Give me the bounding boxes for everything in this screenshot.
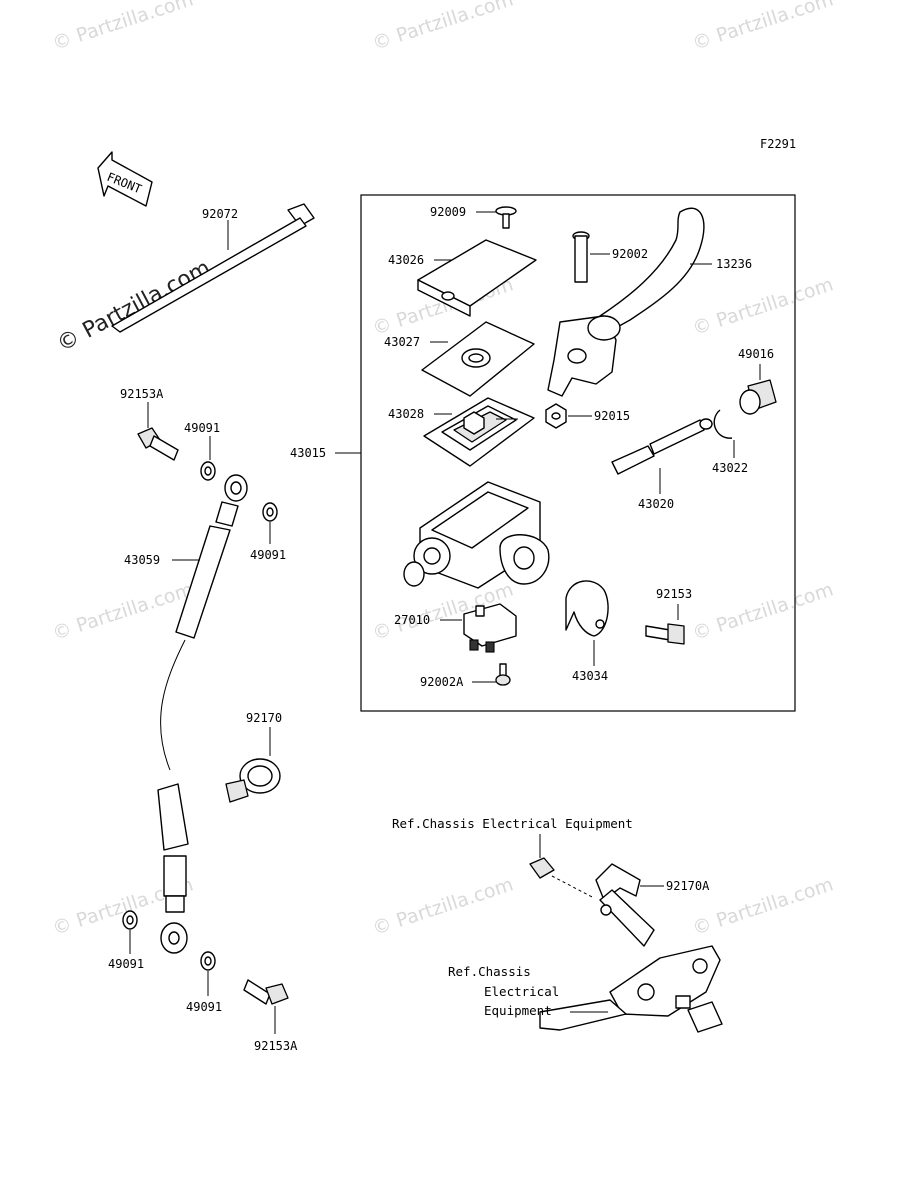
part-13236-brake-lever bbox=[547, 207, 705, 397]
ref-note-top: Ref.Chassis Electrical Equipment bbox=[392, 816, 633, 831]
part-92002A-screw bbox=[495, 663, 511, 686]
part-92153-clamp-bolt bbox=[645, 623, 685, 645]
callout-92153A-bottom: 92153A bbox=[254, 1039, 298, 1053]
callout-43028: 43028 bbox=[388, 407, 424, 421]
part-92170-clamp bbox=[225, 758, 281, 803]
part-ref-brake-lever-mount bbox=[539, 945, 723, 1033]
callout-92170: 92170 bbox=[246, 711, 282, 725]
watermark: © Partzilla.com bbox=[370, 0, 516, 55]
ref-note-bottom-line1: Ref.Chassis bbox=[448, 964, 531, 979]
part-92072-strap bbox=[111, 203, 315, 333]
watermark: © Partzilla.com bbox=[50, 579, 196, 645]
part-43034-lever-holder bbox=[565, 580, 609, 637]
watermark: © Partzilla.com bbox=[50, 0, 196, 55]
callout-43027: 43027 bbox=[384, 335, 420, 349]
part-43028-diaphragm bbox=[423, 397, 535, 467]
callout-43034: 43034 bbox=[572, 669, 608, 683]
callout-27010: 27010 bbox=[394, 613, 430, 627]
figure-code: F2291 bbox=[760, 137, 796, 151]
callout-43020: 43020 bbox=[638, 497, 674, 511]
part-49016-dust-boot bbox=[739, 379, 777, 415]
callout-43026: 43026 bbox=[388, 253, 424, 267]
callout-92153A-top: 92153A bbox=[120, 387, 164, 401]
watermark-dark: © Partzilla.com bbox=[53, 256, 215, 358]
part-43022-circlip bbox=[713, 409, 733, 439]
part-43026-reservoir-cap bbox=[417, 239, 537, 317]
part-master-cylinder-body bbox=[403, 481, 550, 589]
callout-49091-a: 49091 bbox=[184, 421, 220, 435]
callout-49091-c: 49091 bbox=[108, 957, 144, 971]
watermark: © Partzilla.com bbox=[370, 874, 516, 940]
callout-92002: 92002 bbox=[612, 247, 648, 261]
part-43059-brake-hose bbox=[157, 474, 248, 954]
callout-43015: 43015 bbox=[290, 446, 326, 460]
callout-49091-b: 49091 bbox=[250, 548, 286, 562]
part-92002-pivot-bolt bbox=[572, 231, 590, 283]
watermark: © Partzilla.com bbox=[690, 874, 836, 940]
part-92015-nut bbox=[463, 411, 485, 435]
callout-49091-d: 49091 bbox=[186, 1000, 222, 1014]
callout-92002A: 92002A bbox=[420, 675, 464, 689]
part-92009-screw bbox=[495, 206, 517, 229]
callout-43059: 43059 bbox=[124, 553, 160, 567]
callout-92072: 92072 bbox=[202, 207, 238, 221]
callout-92153: 92153 bbox=[656, 587, 692, 601]
callout-49016: 49016 bbox=[738, 347, 774, 361]
part-92153A-banjo-bolt-top bbox=[137, 427, 179, 461]
callout-43022: 43022 bbox=[712, 461, 748, 475]
part-ref-bolt bbox=[529, 857, 595, 899]
callout-13236: 13236 bbox=[716, 257, 752, 271]
watermark: © Partzilla.com bbox=[690, 274, 836, 340]
part-43020-piston-kit bbox=[611, 418, 713, 475]
ref-note-bottom-line2: Electrical bbox=[484, 984, 559, 999]
watermark: © Partzilla.com bbox=[690, 579, 836, 645]
part-27010-brake-switch bbox=[463, 603, 517, 653]
part-43027-diaphragm-plate bbox=[421, 321, 535, 397]
callout-92015: 92015 bbox=[594, 409, 630, 423]
part-92170A-bracket bbox=[595, 863, 655, 947]
front-arrow-icon: FRONT bbox=[97, 151, 153, 207]
part-92153A-banjo-bolt-bottom bbox=[243, 979, 289, 1005]
callout-92170A: 92170A bbox=[666, 879, 710, 893]
part-92015-nut-icon bbox=[545, 403, 567, 429]
ref-note-bottom-line3: Equipment bbox=[484, 1003, 552, 1018]
watermark: © Partzilla.com bbox=[690, 0, 836, 55]
callout-92009: 92009 bbox=[430, 205, 466, 219]
